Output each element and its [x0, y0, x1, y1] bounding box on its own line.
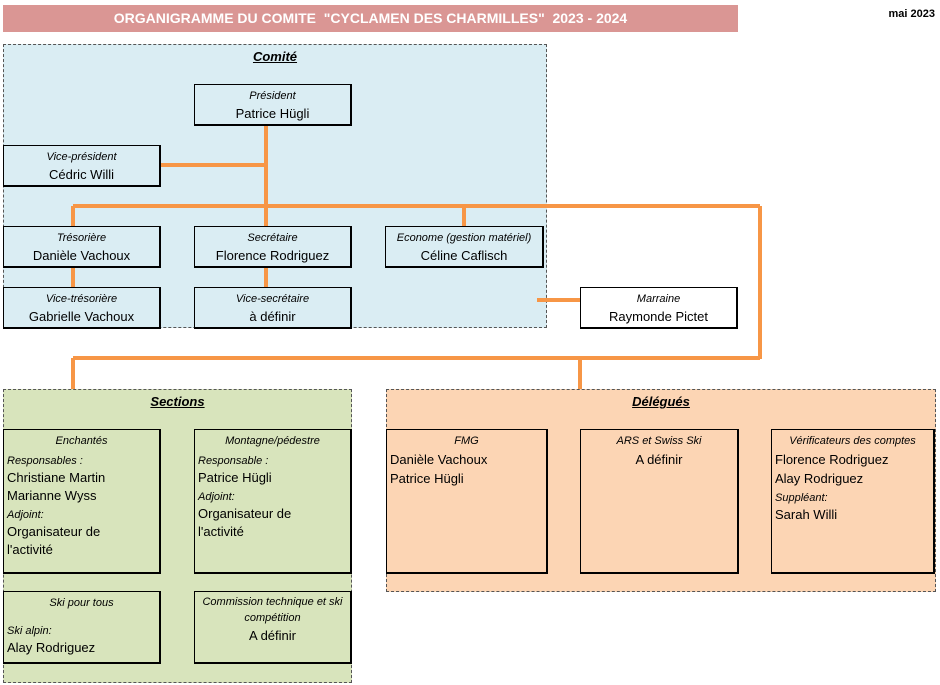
tresoriere-box: Trésorière Danièle Vachoux [3, 226, 161, 268]
enchantes-resp-2: Marianne Wyss [7, 488, 97, 503]
secretaire-role: Secrétaire [247, 232, 298, 244]
montagne-box: Montagne/pédestre Responsable : Patrice … [194, 429, 352, 574]
enchantes-adjoint-2: l'activité [7, 542, 53, 557]
ars-title: ARS et Swiss Ski [616, 435, 702, 447]
secretaire-box: Secrétaire Florence Rodriguez [194, 226, 352, 268]
marraine-role: Marraine [636, 293, 681, 305]
ski-box: Ski pour tous Ski alpin: Alay Rodriguez [3, 591, 161, 664]
verif-suppleant-label: Suppléant: [775, 492, 828, 504]
vice-secretaire-role: Vice-secrétaire [235, 293, 310, 305]
commission-box: Commission technique et ski compétition … [194, 591, 352, 664]
president-box: Président Patrice Hügli [194, 84, 352, 126]
marraine-name: Raymonde Pictet [609, 309, 708, 324]
comite-title: Comité [252, 49, 298, 64]
verif-suppleant-1: Sarah Willi [775, 507, 838, 522]
president-name: Patrice Hügli [235, 106, 310, 121]
vice-president-box: Vice-président Cédric Willi [3, 145, 161, 187]
sections-title: Sections [150, 394, 205, 409]
verif-box: Vérificateurs des comptes Florence Rodri… [771, 429, 935, 574]
vice-tresoriere-box: Vice-trésorière Gabrielle Vachoux [3, 287, 161, 329]
montagne-title: Montagne/pédestre [225, 435, 320, 447]
montagne-adjoint-1: Organisateur de [198, 506, 292, 521]
enchantes-resp-1: Christiane Martin [7, 470, 106, 485]
fmg-title: FMG [454, 435, 479, 447]
enchantes-title: Enchantés [55, 435, 108, 447]
montagne-resp-1: Patrice Hügli [198, 470, 272, 485]
fmg-name-1: Danièle Vachoux [390, 452, 488, 467]
vice-secretaire-name: à définir [249, 309, 296, 324]
secretaire-name: Florence Rodriguez [215, 248, 330, 263]
president-role: Président [249, 90, 296, 102]
fmg-name-2: Patrice Hügli [390, 471, 464, 486]
vice-president-name: Cédric Willi [49, 167, 114, 182]
ars-value: A définir [635, 452, 683, 467]
verif-name-2: Alay Rodriguez [775, 471, 864, 486]
enchantes-box: Enchantés Responsables : Christiane Mart… [3, 429, 161, 574]
delegues-region: Délégués [386, 389, 936, 592]
enchantes-adjoint-label: Adjoint: [7, 509, 44, 521]
commission-title: Commission technique et ski compétition [202, 596, 343, 624]
marraine-box: Marraine Raymonde Pictet [580, 287, 738, 329]
enchantes-resp-label: Responsables : [7, 455, 83, 467]
delegues-title: Délégués [632, 394, 690, 409]
date-label: mai 2023 [888, 8, 935, 20]
econome-role: Econome (gestion matériel) [396, 232, 532, 244]
montagne-adjoint-label: Adjoint: [198, 491, 235, 503]
ski-title: Ski pour tous [49, 597, 114, 609]
vice-president-role: Vice-président [46, 151, 117, 163]
ski-name-1: Alay Rodriguez [7, 640, 96, 655]
page-title-banner: ORGANIGRAMME DU COMITE "CYCLAMEN DES CHA… [3, 5, 738, 32]
tresoriere-name: Danièle Vachoux [32, 248, 131, 263]
verif-name-1: Florence Rodriguez [775, 452, 889, 467]
vice-secretaire-box: Vice-secrétaire à définir [194, 287, 352, 329]
montagne-resp-label: Responsable : [198, 455, 269, 467]
econome-name: Céline Caflisch [420, 248, 508, 263]
commission-value: A définir [249, 628, 296, 643]
vice-tresoriere-role: Vice-trésorière [45, 293, 118, 305]
econome-box: Econome (gestion matériel) Céline Caflis… [385, 226, 544, 268]
vice-tresoriere-name: Gabrielle Vachoux [28, 309, 135, 324]
enchantes-adjoint-1: Organisateur de [7, 524, 101, 539]
ski-sub-label: Ski alpin: [7, 625, 52, 637]
fmg-box: FMG Danièle Vachoux Patrice Hügli [386, 429, 548, 574]
montagne-adjoint-2: l'activité [198, 524, 244, 539]
verif-title: Vérificateurs des comptes [789, 435, 916, 447]
ars-box: ARS et Swiss Ski A définir [580, 429, 739, 574]
tresoriere-role: Trésorière [56, 232, 107, 244]
sections-region: Sections [3, 389, 352, 683]
